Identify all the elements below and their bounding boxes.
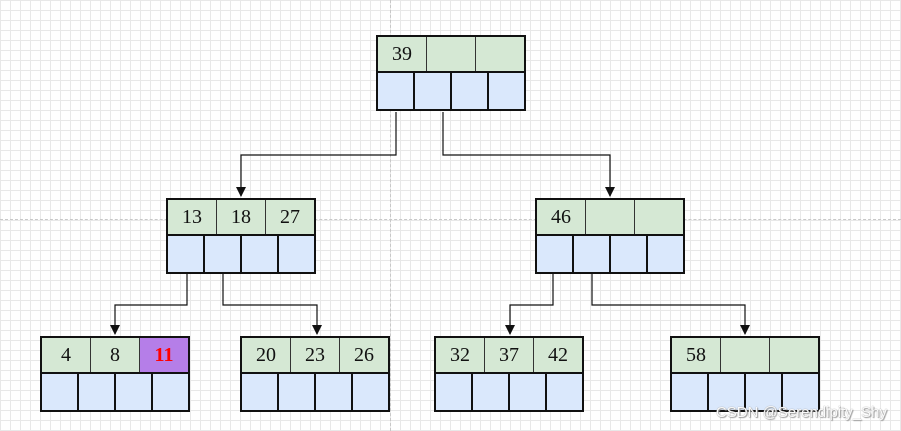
pointer-cell (378, 73, 415, 109)
key-cell (721, 338, 770, 372)
pointer-cell (153, 374, 188, 410)
pointer-cell (746, 374, 783, 410)
guide-line-horizontal (0, 219, 901, 220)
key-cell-highlighted: 11 (140, 338, 188, 372)
key-cell: 20 (242, 338, 291, 372)
key-cell: 23 (291, 338, 340, 372)
watermark: CSDN @Serendipity_Shy (715, 404, 887, 421)
key-row: 39 (376, 35, 526, 73)
pointer-cell (353, 374, 388, 410)
pointer-cell (672, 374, 709, 410)
tree-node-n6: 58 (670, 336, 820, 412)
tree-node-n3: 4 8 11 (40, 336, 190, 412)
key-row: 46 (535, 198, 685, 236)
key-cell: 37 (485, 338, 534, 372)
pointer-row (240, 372, 390, 412)
edge-root-n2 (442, 112, 615, 197)
pointer-cell (452, 73, 489, 109)
pointer-cell (316, 374, 353, 410)
guide-line-vertical (390, 0, 391, 431)
key-row: 13 18 27 (166, 198, 316, 236)
key-cell: 32 (436, 338, 485, 372)
key-row: 4 8 11 (40, 336, 190, 374)
key-cell: 8 (91, 338, 140, 372)
key-cell: 58 (672, 338, 721, 372)
pointer-cell (205, 236, 242, 272)
key-row: 20 23 26 (240, 336, 390, 374)
pointer-row (166, 234, 316, 274)
key-cell (586, 200, 635, 234)
tree-node-root: 39 (376, 35, 526, 111)
pointer-cell (611, 236, 648, 272)
pointer-cell (709, 374, 746, 410)
key-cell: 46 (537, 200, 586, 234)
key-cell: 39 (378, 37, 427, 71)
pointer-cell (436, 374, 473, 410)
pointer-cell (279, 236, 314, 272)
key-row: 32 37 42 (434, 336, 584, 374)
pointer-cell (242, 236, 279, 272)
key-cell (770, 338, 818, 372)
key-cell (476, 37, 524, 71)
key-cell: 13 (168, 200, 217, 234)
edge-n1-n3 (110, 274, 188, 335)
pointer-cell (547, 374, 582, 410)
pointer-row (434, 372, 584, 412)
pointer-cell (116, 374, 153, 410)
pointer-cell (537, 236, 574, 272)
pointer-row (670, 372, 820, 412)
pointer-row (40, 372, 190, 412)
edge-n2-n6 (591, 274, 750, 335)
edge-root-n1 (236, 112, 397, 197)
edge-n2-n5 (505, 274, 554, 335)
pointer-cell (79, 374, 116, 410)
pointer-cell (574, 236, 611, 272)
pointer-row (376, 71, 526, 111)
pointer-row (535, 234, 685, 274)
pointer-cell (279, 374, 316, 410)
key-row: 58 (670, 336, 820, 374)
edge-n1-n4 (222, 274, 322, 335)
key-cell: 27 (266, 200, 314, 234)
key-cell: 4 (42, 338, 91, 372)
pointer-cell (489, 73, 524, 109)
pointer-cell (415, 73, 452, 109)
key-cell: 26 (340, 338, 388, 372)
tree-node-n1: 13 18 27 (166, 198, 316, 274)
tree-node-n4: 20 23 26 (240, 336, 390, 412)
key-cell (427, 37, 476, 71)
pointer-cell (42, 374, 79, 410)
tree-node-n5: 32 37 42 (434, 336, 584, 412)
pointer-cell (168, 236, 205, 272)
pointer-cell (473, 374, 510, 410)
pointer-cell (242, 374, 279, 410)
pointer-cell (648, 236, 683, 272)
pointer-cell (510, 374, 547, 410)
pointer-cell (783, 374, 818, 410)
key-cell: 42 (534, 338, 582, 372)
tree-node-n2: 46 (535, 198, 685, 274)
key-cell (635, 200, 683, 234)
key-cell: 18 (217, 200, 266, 234)
